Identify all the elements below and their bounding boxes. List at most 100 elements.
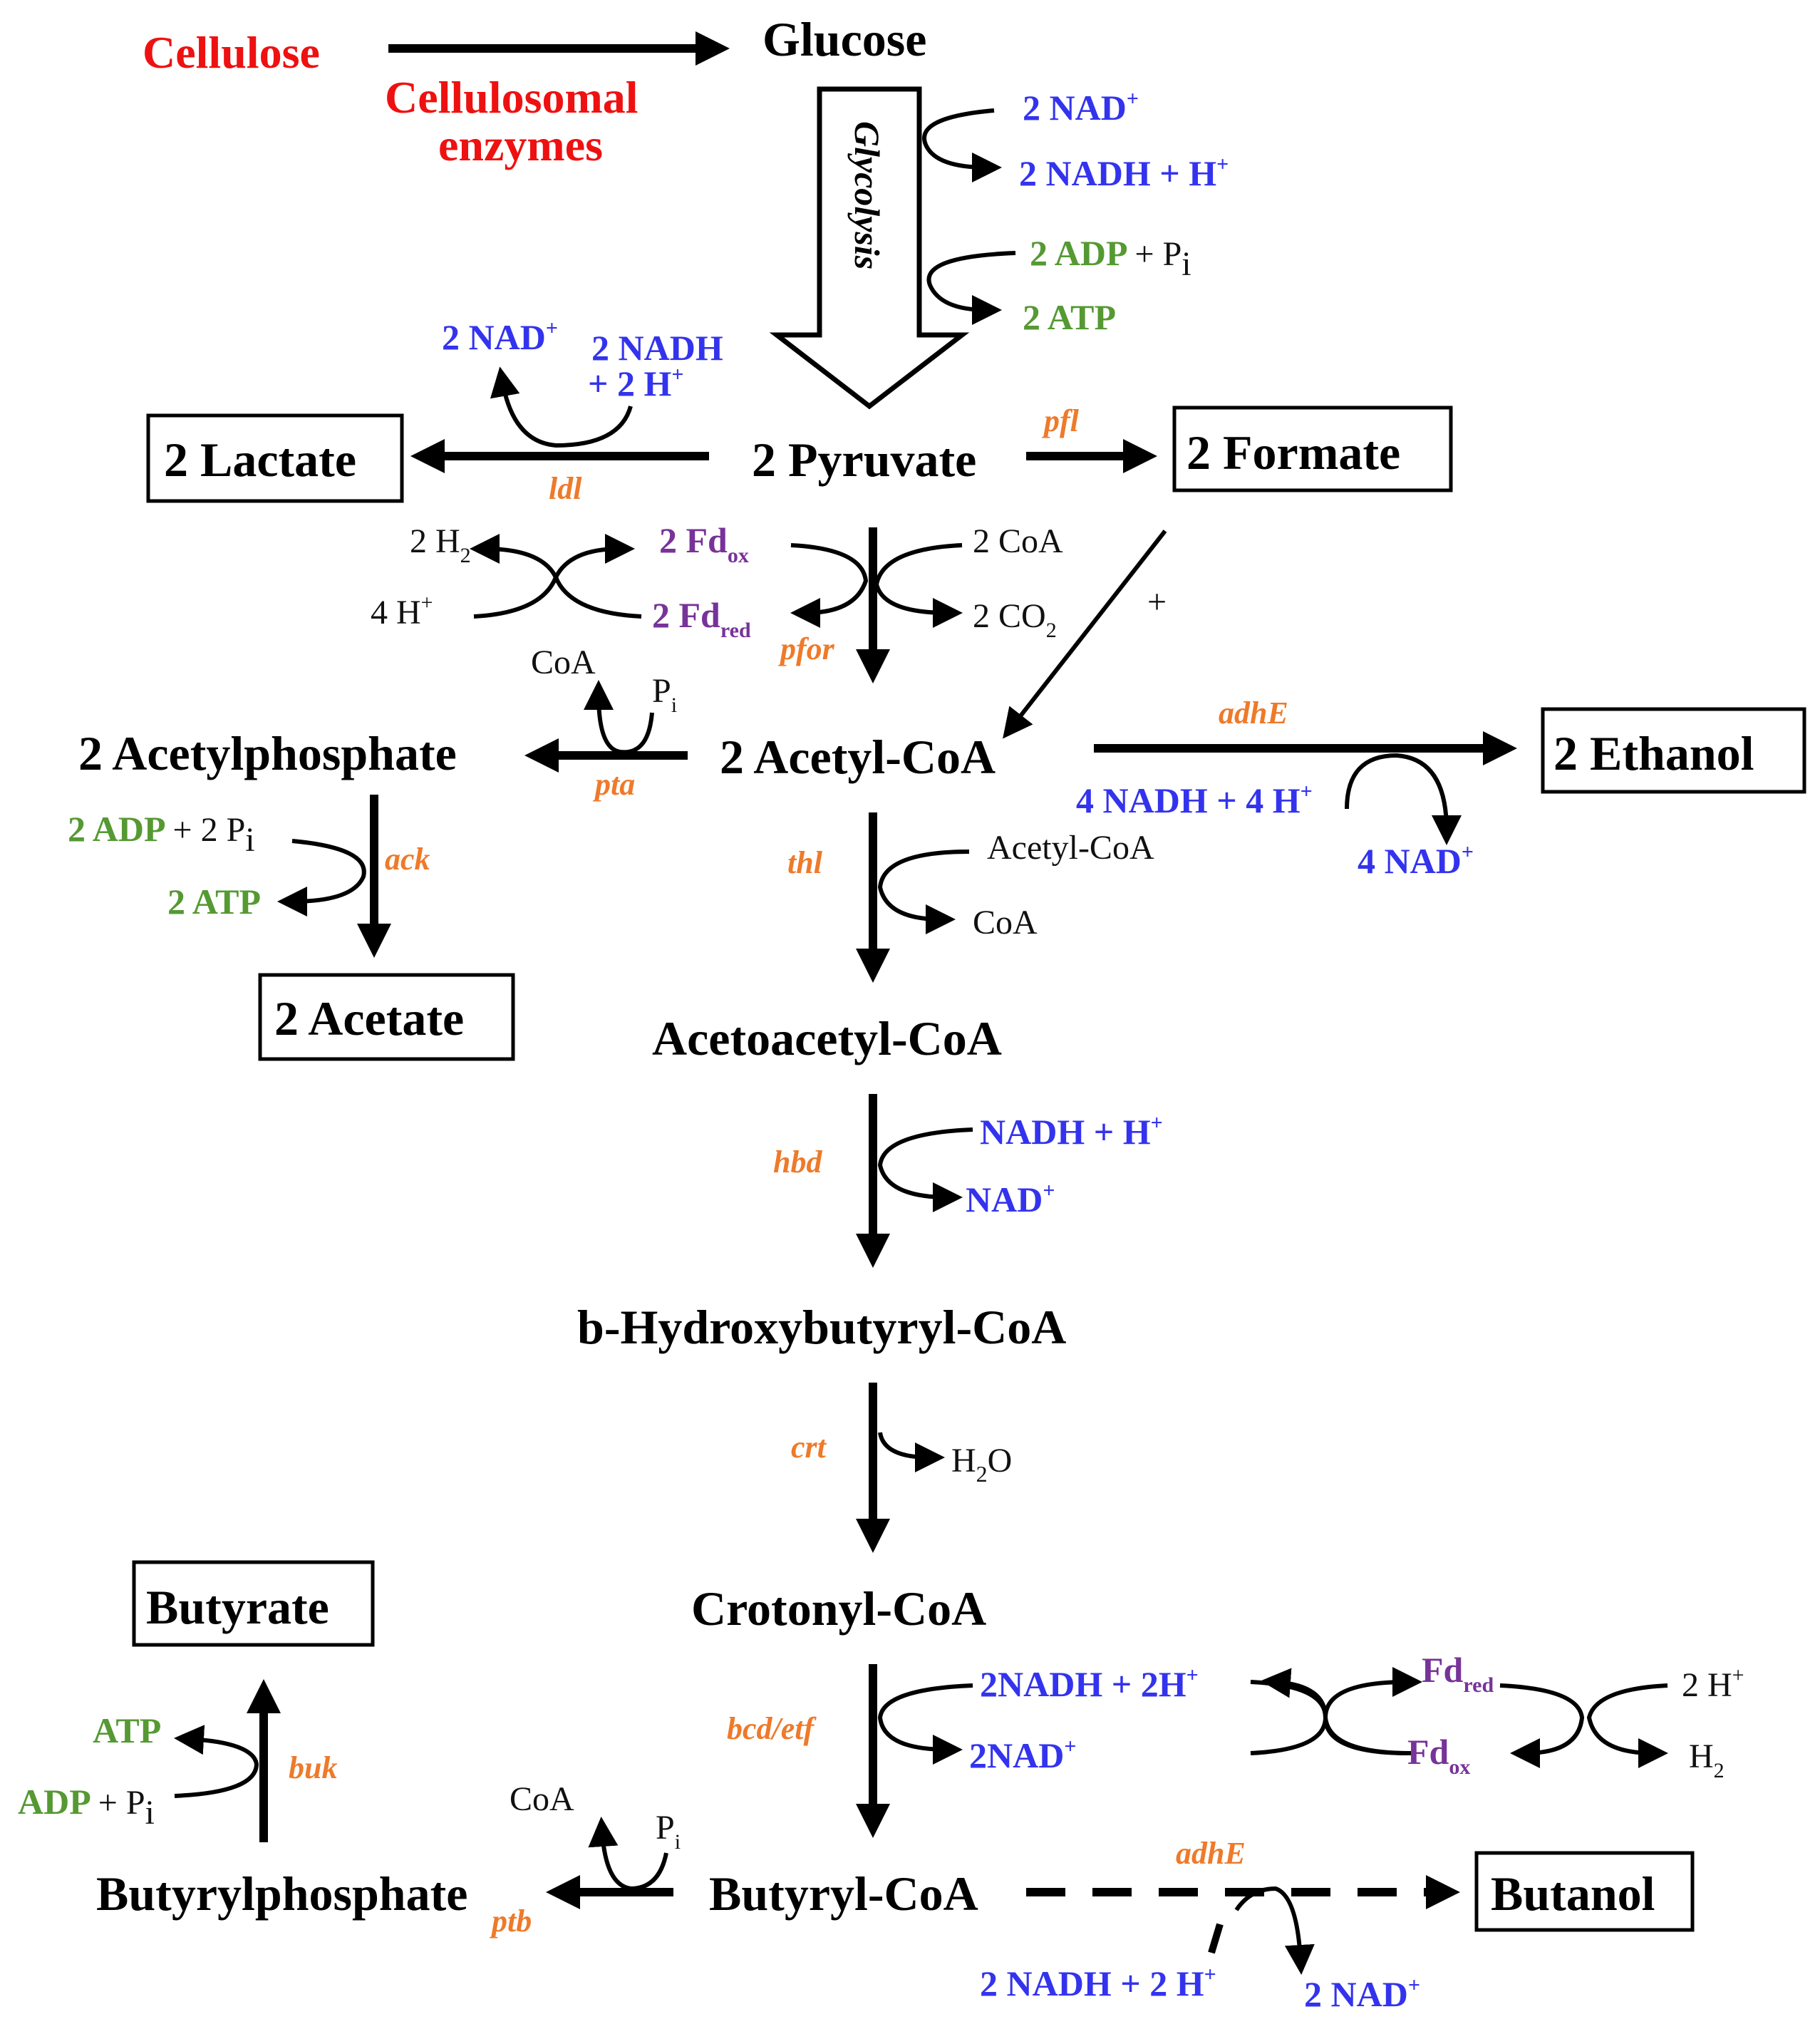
thl-coa: CoA	[973, 904, 1038, 941]
enzyme-adhe: adhE	[1219, 696, 1288, 730]
ack-atp: 2 ATP	[167, 882, 261, 921]
butanol-box	[1474, 1851, 1695, 1932]
thl-acetylcoa: Acetyl-CoA	[987, 829, 1154, 867]
butanol-nadh: 2 NADH + 2 H+	[980, 1963, 1216, 2003]
butanol-nad-curve	[1234, 1886, 1315, 1975]
hbd-nadh: NADH + H+	[980, 1111, 1163, 1152]
ethanol-nad: 4 NAD+	[1358, 840, 1474, 881]
enzyme-bcd-etf: bcd/etf	[727, 1711, 817, 1746]
glucose-label: Glucose	[762, 12, 926, 66]
bcd-h2: H2	[1689, 1738, 1725, 1782]
butanol-nadh-stub	[1208, 1923, 1224, 1954]
crt-h2o: H2O	[951, 1442, 1012, 1487]
lactate-nad: 2 NAD+	[442, 316, 558, 357]
butyrylcoa-label: Butyryl-CoA	[709, 1867, 978, 1921]
glyc-adp-curve	[926, 251, 1016, 325]
plus-sign: +	[1147, 583, 1167, 621]
hbd-curve	[877, 1127, 973, 1212]
butyrate-box	[132, 1560, 375, 1647]
bcd-fd-ox: Fdox	[1407, 1732, 1470, 1779]
formate-product: 2 Formate	[1186, 425, 1400, 480]
enzyme-ptb: ptb	[489, 1904, 532, 1938]
pyruvate-label: 2 Pyruvate	[752, 433, 976, 487]
lactate-product: 2 Lactate	[164, 433, 356, 487]
pta-coa: CoA	[531, 644, 596, 681]
ethanol-box	[1541, 707, 1806, 794]
ethanol-nad-curve	[1345, 753, 1462, 845]
bcd-fd-curve-3	[1261, 1668, 1408, 1755]
butyrate-product: Butyrate	[146, 1580, 329, 1634]
enzyme-ldl: ldl	[549, 471, 582, 506]
glycolysis-arrow	[769, 86, 970, 410]
buk-curve	[174, 1725, 259, 1798]
h2-out-1: 2 H2	[410, 522, 471, 567]
ack-adp: 2 ADP+ 2 Pi	[68, 809, 255, 859]
pfor-fd-curve	[790, 543, 869, 628]
bcd-nadh: 2NADH + 2H+	[980, 1663, 1199, 1704]
enzyme-buk: buk	[289, 1750, 337, 1785]
acetylcoa-label: 2 Acetyl-CoA	[720, 730, 996, 784]
pta-pi: Pi	[652, 672, 677, 717]
butanol-nad: 2 NAD+	[1304, 1973, 1420, 2014]
acetate-product: 2 Acetate	[274, 991, 464, 1046]
enzyme-thl: thl	[787, 845, 823, 880]
acetate-box	[258, 973, 515, 1061]
fd-red-1: 2 Fdred	[652, 595, 751, 642]
enzymes-label: enzymes	[438, 120, 603, 170]
enzyme-pta: pta	[592, 767, 635, 802]
co2-out: 2 CO2	[973, 597, 1057, 642]
bcd-h2-curve-1	[1499, 1683, 1585, 1768]
h-plus-4: 4 H+	[371, 591, 433, 631]
enzyme-hbd: hbd	[773, 1145, 822, 1179]
enzyme-crt: crt	[791, 1430, 827, 1465]
ethanol-product: 2 Ethanol	[1553, 726, 1754, 780]
bcd-h-plus: 2 H+	[1682, 1663, 1744, 1704]
pta-curve	[584, 680, 654, 755]
ethanol-nadh: 4 NADH + 4 H+	[1076, 780, 1313, 820]
bcd-fd-curve-2	[1250, 1667, 1422, 1755]
coa-in: 2 CoA	[973, 522, 1063, 560]
bcd-nad: 2NAD+	[969, 1735, 1076, 1775]
glyc-nad: 2 NAD+	[1023, 87, 1139, 128]
enzyme-ack: ack	[385, 842, 430, 877]
lactate-nad-curve	[490, 366, 633, 448]
lactate-nadh-2: + 2 H+	[588, 363, 684, 403]
butyrylphosphate-label: Butyrylphosphate	[96, 1867, 467, 1921]
ptb-coa: CoA	[510, 1780, 574, 1818]
glyc-adp: 2 ADP+ Pi	[1030, 233, 1191, 283]
crotonylcoa-label: Crotonyl-CoA	[691, 1581, 986, 1636]
buk-adp: ADP+ Pi	[18, 1782, 155, 1832]
enzyme-adhe-butanol: adhE	[1176, 1836, 1246, 1871]
buk-atp: ATP	[93, 1710, 161, 1750]
glycolysis-label: Glycolysis	[847, 121, 887, 269]
thl-curve	[877, 850, 970, 934]
ack-curve	[277, 839, 366, 917]
acetoacetylcoa-label: Acetoacetyl-CoA	[652, 1011, 1002, 1065]
glyc-nad-curve	[922, 108, 1002, 182]
fd-ox-1: 2 Fdox	[659, 520, 749, 567]
enzyme-pfl: pfl	[1041, 403, 1080, 438]
pfor-coa-curve	[874, 543, 963, 628]
formate-box	[1172, 406, 1453, 492]
bcd-h2-curve-2	[1586, 1683, 1668, 1768]
acetylphosphate-label: 2 Acetylphosphate	[78, 726, 457, 780]
bcd-fd-curve-1	[1250, 1680, 1412, 1755]
cellulose-label: Cellulose	[143, 27, 320, 78]
butanol-product: Butanol	[1491, 1867, 1655, 1921]
hydrogenase-curve-2	[470, 534, 642, 619]
lactate-nadh-1: 2 NADH	[591, 328, 723, 368]
hydroxybutyrylcoa-label: b-Hydroxybutyryl-CoA	[577, 1300, 1066, 1354]
ptb-curve	[588, 1817, 668, 1891]
cellulosomal-label: Cellulosomal	[385, 72, 638, 123]
bcd-fd-red: Fdred	[1422, 1650, 1494, 1697]
formate-to-acetylcoa-arrow	[1003, 530, 1167, 739]
enzyme-pfor: pfor	[777, 631, 835, 666]
hydrogenase-curve-1	[473, 534, 635, 619]
ptb-pi: Pi	[656, 1809, 681, 1854]
crt-curve	[878, 1432, 945, 1472]
glyc-atp: 2 ATP	[1023, 297, 1116, 337]
glyc-nadh: 2 NADH + H+	[1019, 153, 1229, 193]
lactate-box	[146, 413, 404, 503]
hbd-nad: NAD+	[966, 1179, 1055, 1219]
